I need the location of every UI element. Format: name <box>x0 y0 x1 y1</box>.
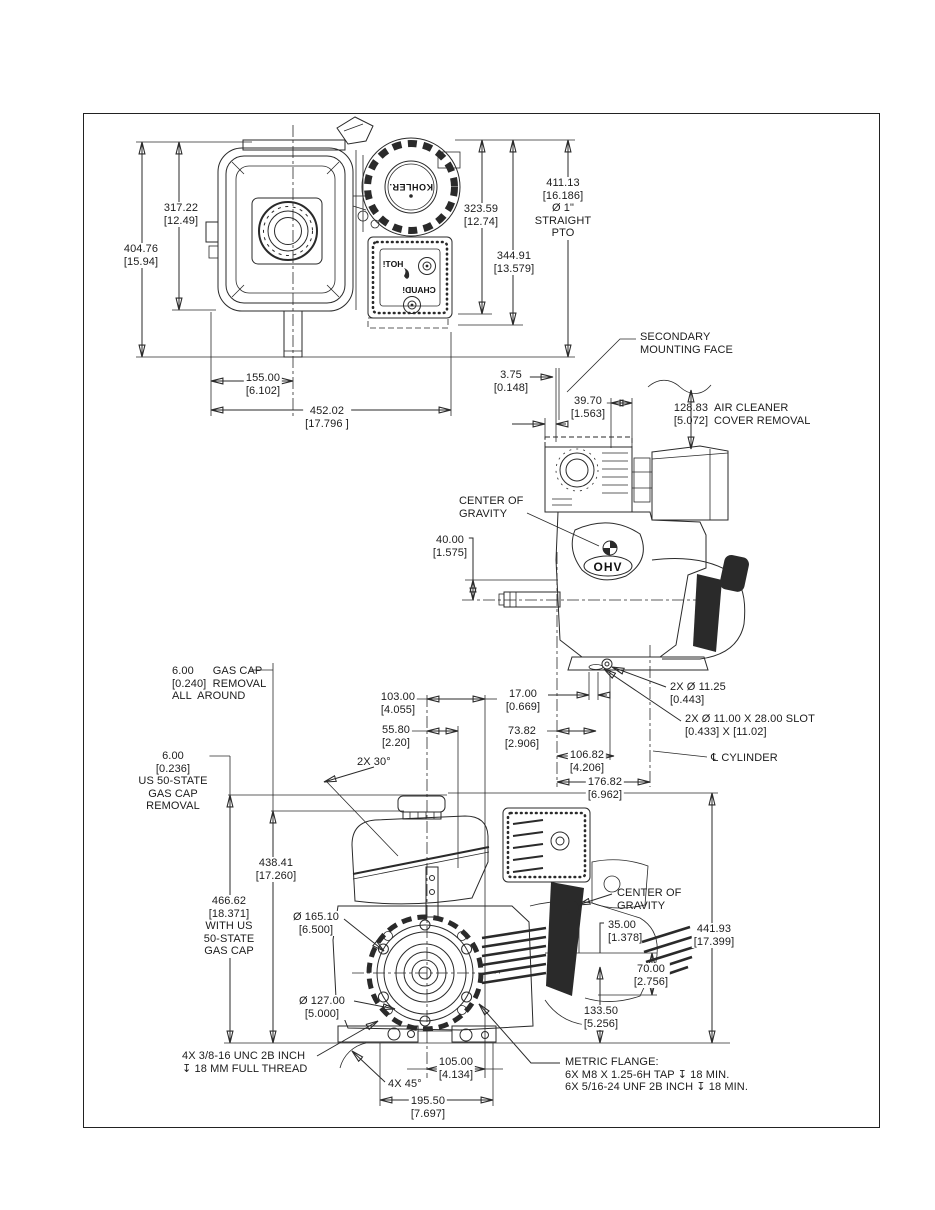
ohv-valve-cover-text: OHV <box>593 560 622 574</box>
dim-height-323: 323.59 [12.74] <box>461 203 501 229</box>
dim-103: 103.00 [4.055] <box>378 691 418 717</box>
secondary-mounting-face-label: SECONDARY MOUNTING FACE <box>640 331 733 356</box>
straight-pto-note: 411.13 [16.186] Ø 1" STRAIGHT PTO <box>532 177 594 240</box>
dim-39-70: 39.70 [1.563] <box>568 395 608 421</box>
cylinder-centerline-note: ℄ CYLINDER <box>711 752 778 764</box>
page-border <box>83 113 880 1128</box>
dim-height-317: 317.22 [12.49] <box>161 202 201 228</box>
gas-cap-removal-note: 6.00 GAS CAP [0.240] REMOVAL ALL AROUND <box>172 665 267 703</box>
mounting-holes-note: 2X Ø 11.25 [0.443] <box>670 681 726 706</box>
dim-70: 70.00 [2.756] <box>631 963 671 989</box>
air-cleaner-removal-label: AIR CLEANER COVER REMOVAL <box>714 402 811 427</box>
dim-441: 441.93 [17.399] <box>691 923 737 949</box>
dim-35: 35.00 [1.378] <box>608 919 643 944</box>
center-of-gravity-pto-label: CENTER OF GRAVITY <box>617 887 682 912</box>
metric-flange-note: METRIC FLANGE: 6X M8 X 1.25-6H TAP ↧ 18 … <box>565 1056 748 1094</box>
angle-4x45-note: 4X 45° <box>388 1078 422 1090</box>
muffler-chaud-text: CHAUD! <box>402 285 436 295</box>
dim-width-155: 155.00 [6.102] <box>243 372 283 398</box>
us-gas-cap-removal-note: 6.00 [0.236] US 50-STATE GAS CAP REMOVAL <box>136 750 210 813</box>
view-pto-side <box>208 663 730 1106</box>
dim-height-344: 344.91 [13.579] <box>491 250 537 276</box>
angle-2x30-note: 2X 30° <box>357 756 391 768</box>
center-of-gravity-side-label: CENTER OF GRAVITY <box>459 495 524 520</box>
thread-note: 4X 3/8-16 UNC 2B INCH ↧ 18 MM FULL THREA… <box>182 1050 308 1075</box>
kohler-logo-text: KOHLER. <box>389 182 433 192</box>
dim-55-80: 55.80 [2.20] <box>379 724 413 750</box>
mounting-slot-note: 2X Ø 11.00 X 28.00 SLOT [0.433] X [11.02… <box>685 713 815 738</box>
dim-width-452: 452.02 [17.796 ] <box>303 405 351 431</box>
dim-height-404: 404.76 [15.94] <box>121 243 161 269</box>
dim-106-82: 106.82 [4.206] <box>567 749 607 775</box>
dia-165-note: Ø 165.10 [6.500] <box>290 911 342 937</box>
air-cleaner-removal-value: 128.83 [5.072] <box>673 402 709 427</box>
dim-466-note: 466.62 [18.371] WITH US 50-STATE GAS CAP <box>201 895 257 958</box>
dim-40: 40.00 [1.575] <box>430 534 470 560</box>
dim-105: 105.00 [4.134] <box>436 1056 476 1082</box>
muffler-hot-text: HOT! <box>382 259 403 269</box>
dim-438: 438.41 [17.260] <box>253 857 299 883</box>
dim-176-82: 176.82 [6.962] <box>585 776 625 802</box>
dim-17: 17.00 [0.669] <box>503 688 543 714</box>
dia-127-note: Ø 127.00 [5.000] <box>296 995 348 1021</box>
dim-73-82: 73.82 [2.906] <box>502 725 542 751</box>
dim-195: 195.50 [7.697] <box>408 1095 448 1121</box>
view-blower-side: KOHLER. HOT! CHAUD! <box>136 116 575 416</box>
dim-3-75: 3.75 [0.148] <box>491 369 531 395</box>
dim-133: 133.50 [5.256] <box>581 1005 621 1031</box>
